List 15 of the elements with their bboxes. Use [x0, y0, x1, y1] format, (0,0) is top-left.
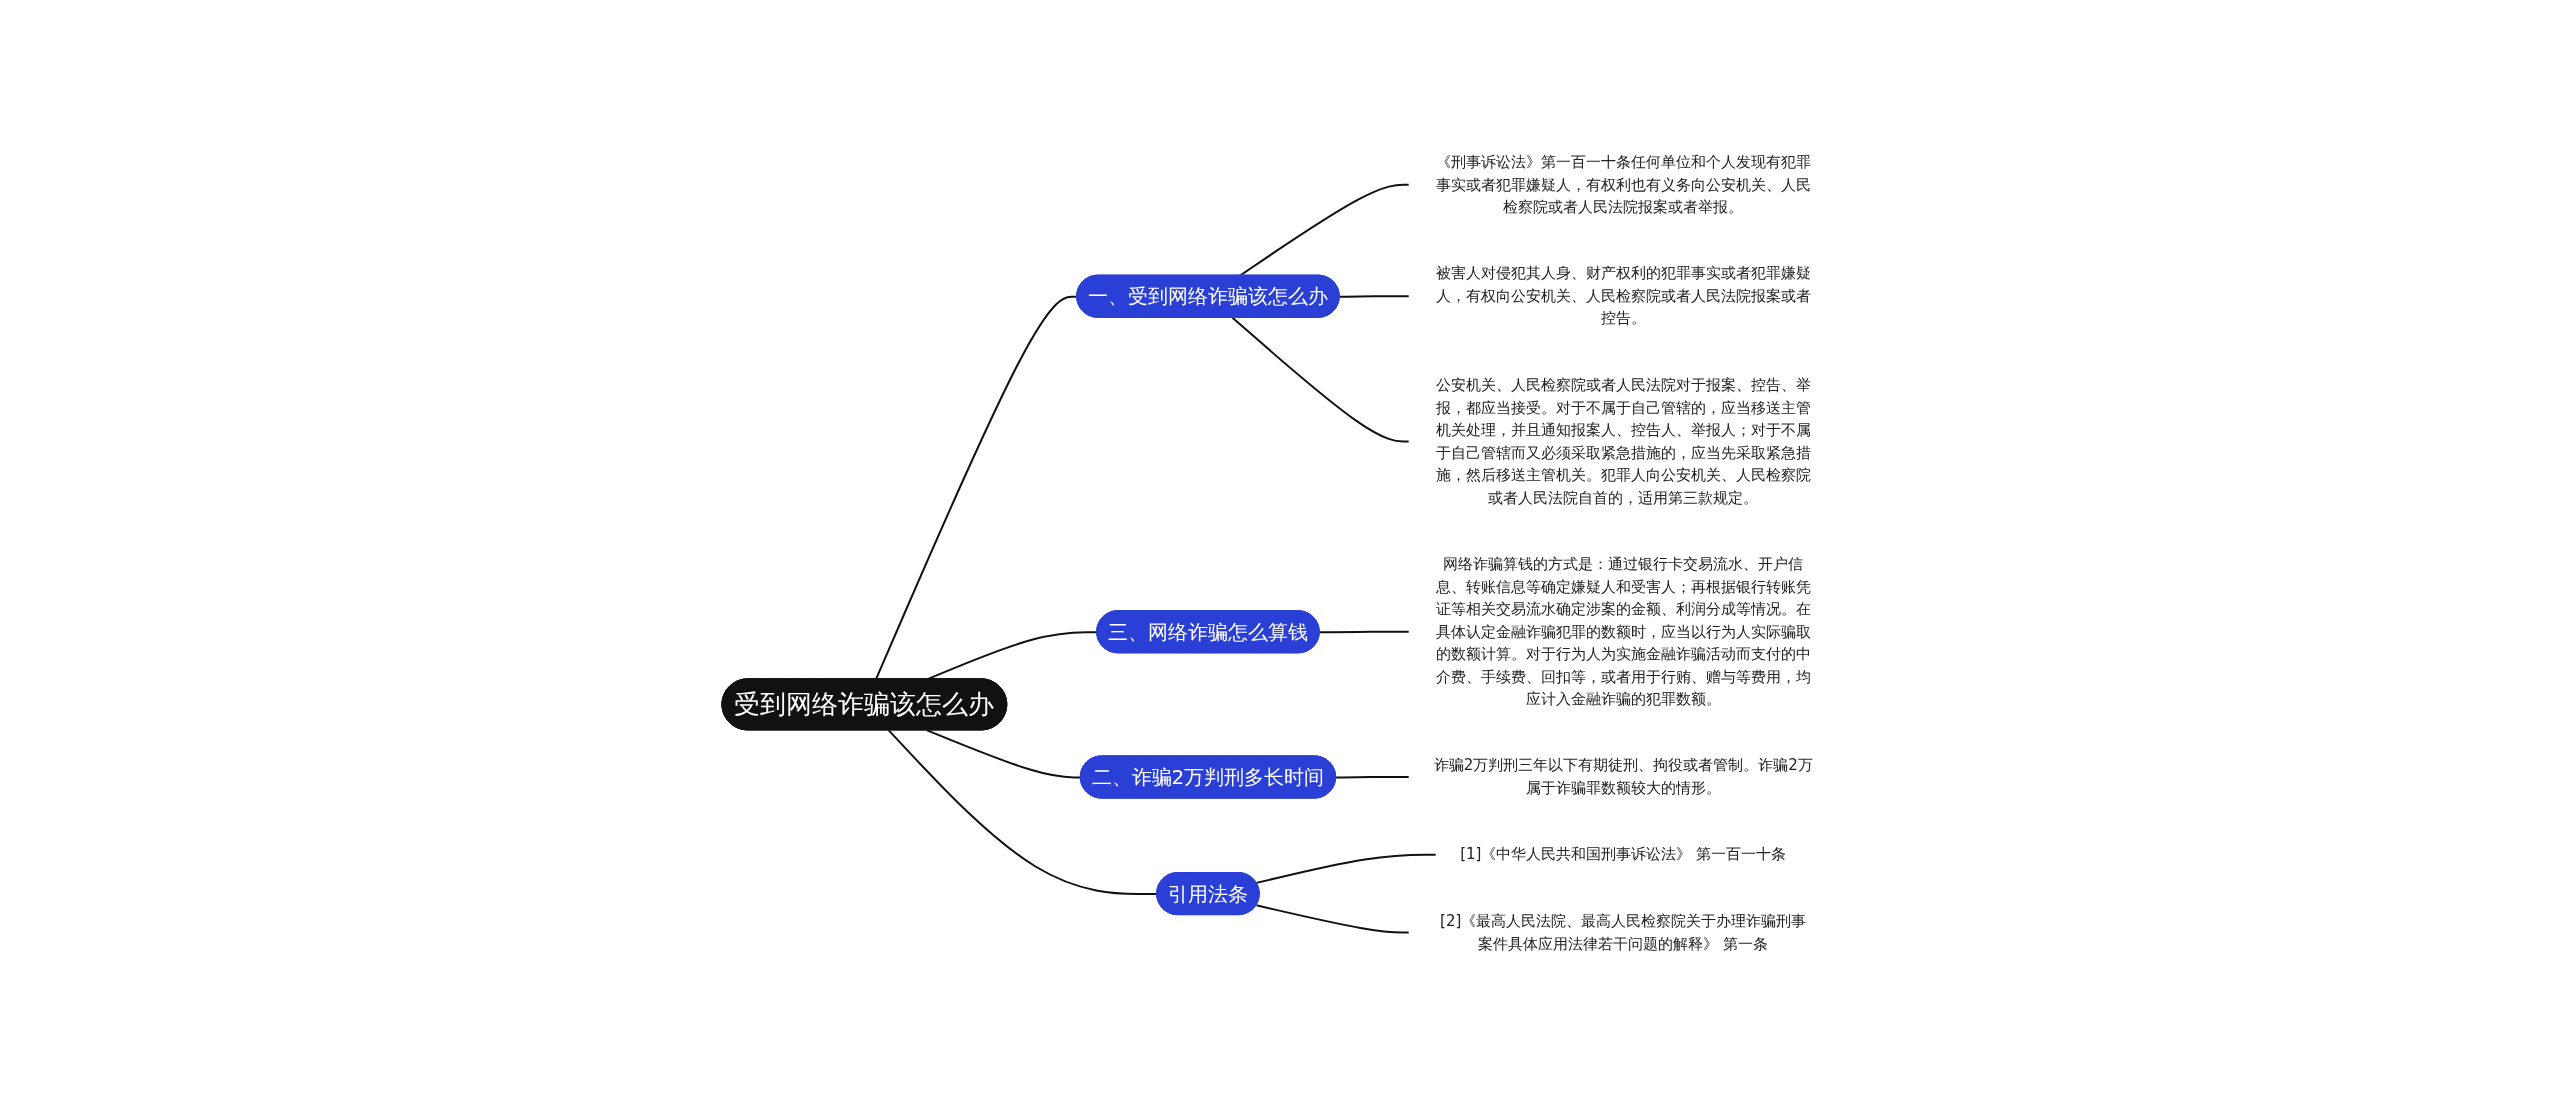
node-text: [2]《最高人民法院、最高人民检察院关于办理诈骗刑事案件具体应用法律若干问题的解释》 第一条 — [1440, 911, 1807, 952]
connector — [875, 295, 1079, 680]
node-text: 公安机关、人民检察院或者人民法院对于报案、控告、举报，都应当接受。对于不属于自己管辖的，应当移送主管机关处理，并且通知报案人、控告人、举报人；对于不属于自己管辖而又必须采取紧急措施的，应当先采取紧急措施，然后移送主管机关。犯罪人向公安机关、人民检察院或者人民法院自首的，适用第三款规定。 — [1436, 375, 1812, 506]
connector — [1335, 775, 1411, 778]
node-text: 《刑事诉讼法》第一百一十条任何单位和个人发现有犯罪事实或者犯罪嫌疑人，有权利也有义务向公安机关、人民检察院或者人民法院报案或者举报。 — [1436, 152, 1812, 216]
connector — [1255, 853, 1438, 884]
connector — [1255, 903, 1411, 933]
node-text: 被害人对侵犯其人身、财产权利的犯罪事实或者犯罪嫌疑人，有权向公安机关、人民检察院或者人民法院报案或者控告。 — [1436, 264, 1812, 327]
node-text: [1]《中华人民共和国刑事诉讼法》 第一百一十条 — [1460, 844, 1787, 863]
connector — [1339, 294, 1411, 298]
node-text: 诈骗2万判刑三年以下有期徒刑、拘役或者管制。诈骗2万属于诈骗罪数额较大的情形。 — [1434, 755, 1814, 797]
connector — [1231, 316, 1411, 442]
connector — [888, 728, 1159, 895]
connector — [1319, 630, 1411, 633]
node-text: 网络诈骗算钱的方式是：通过银行卡交易流水、开户信息、转账信息等确定嫌疑人和受害人；再根据银行转账凭证等相关交易流水确定涉案的金额、利润分成等情况。在具体认定金融诈骗犯罪的数额时，应当以行为人实际骗取的数额计算。对于行为人为实施金融诈骗活动而支付的中介费、手续费、回扣等，或者用于行贿、赠与等费用，均应计入金融诈骗的犯罪数额。 — [1436, 554, 1812, 708]
